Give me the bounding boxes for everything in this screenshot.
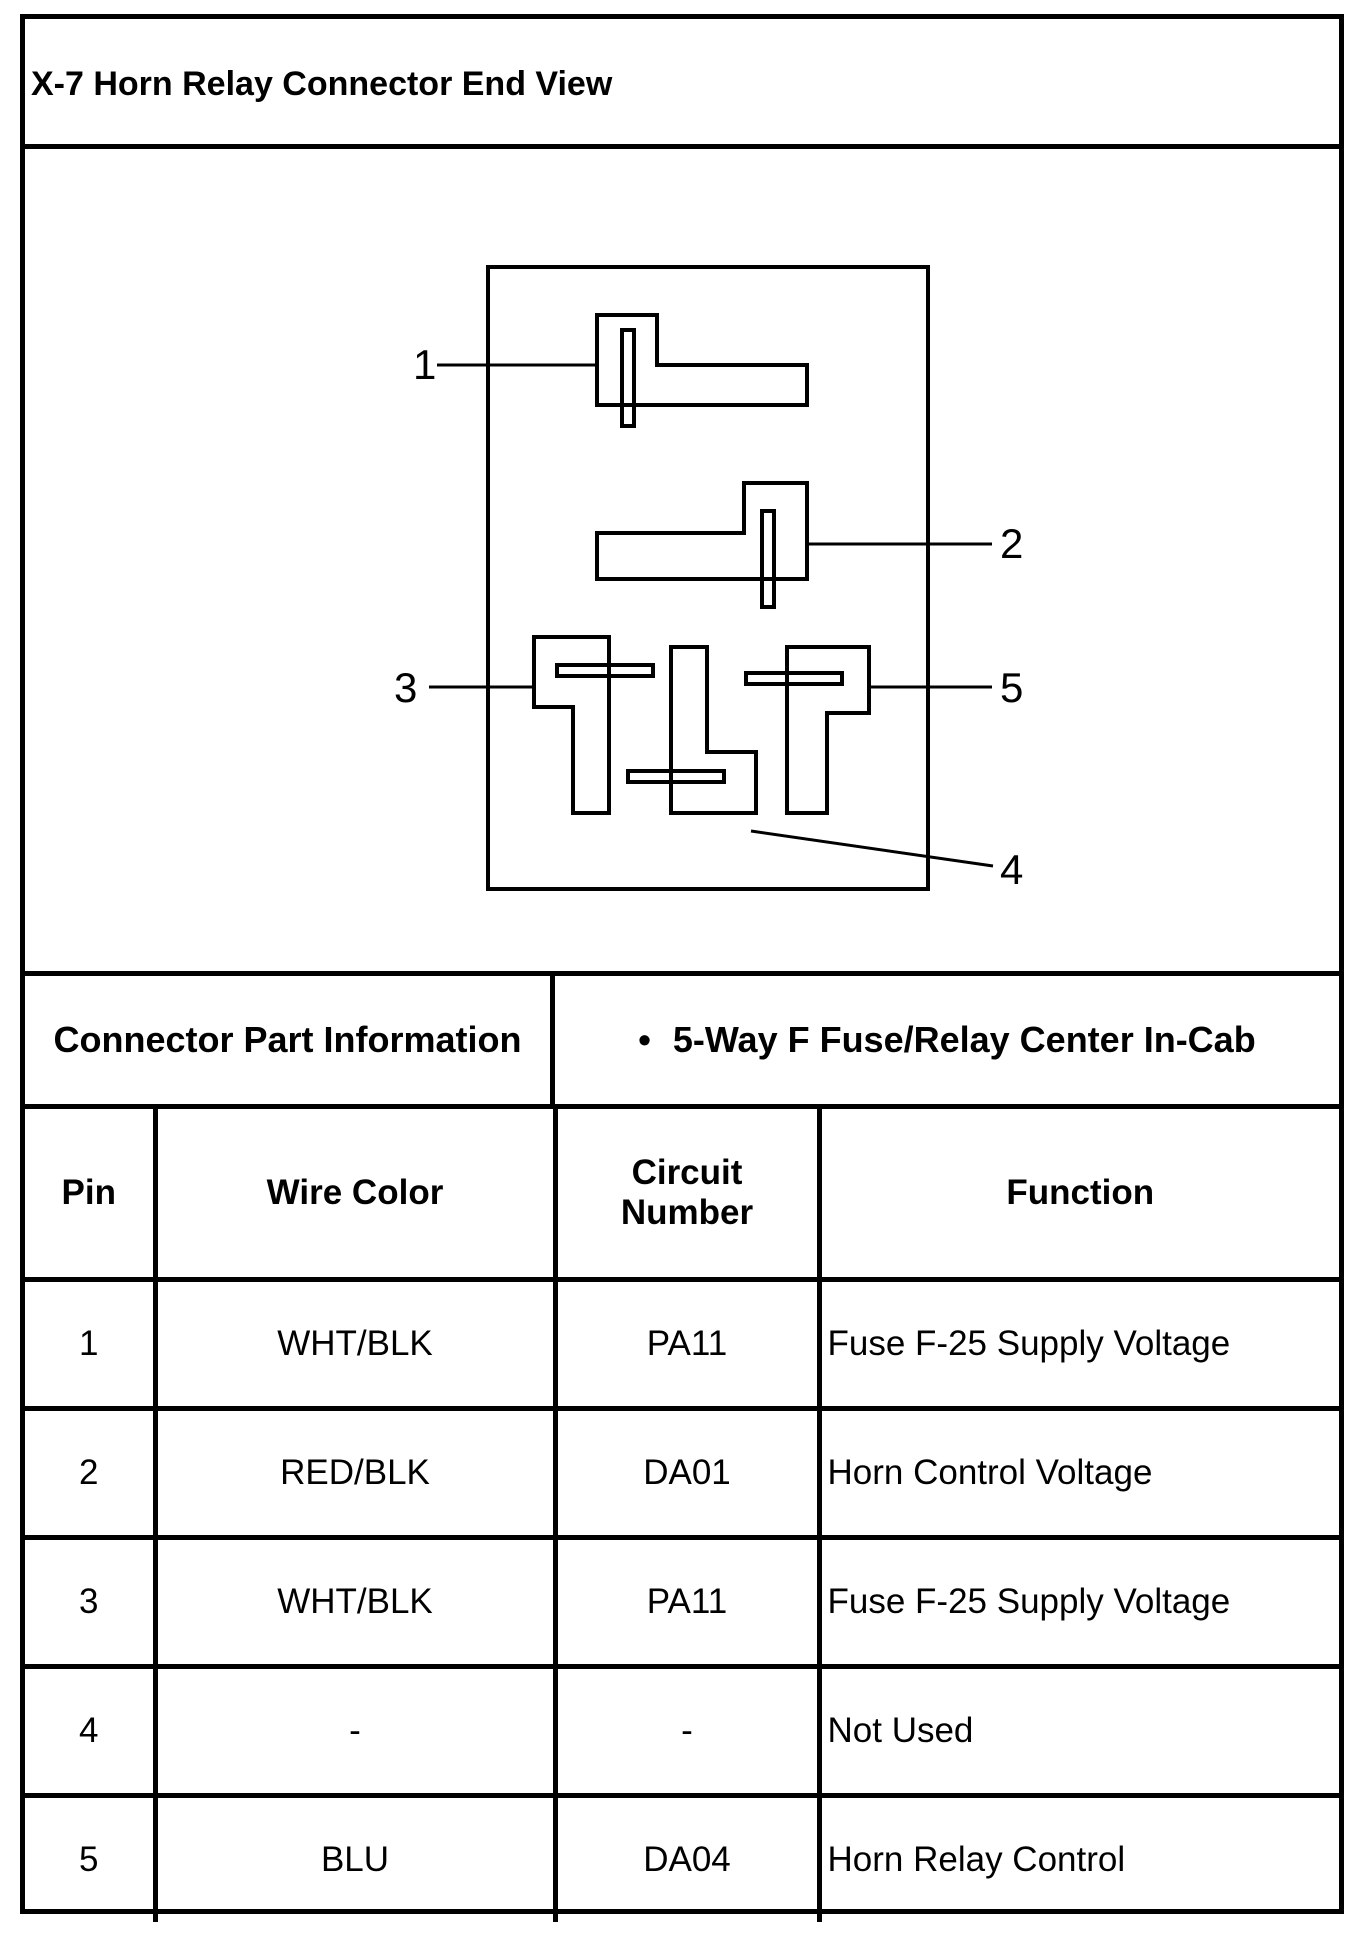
terminal-3-blade bbox=[555, 663, 655, 678]
header-wire-color: Wire Color bbox=[152, 1109, 558, 1282]
leader-line-4 bbox=[750, 829, 994, 868]
cell-function: Not Used bbox=[816, 1664, 1339, 1798]
connector-part-info-row: Connector Part Information • 5-Way F Fus… bbox=[25, 976, 1339, 1109]
cell-circuit: PA11 bbox=[552, 1277, 822, 1411]
terminal-4-blade bbox=[626, 769, 726, 784]
table-row: 5 BLU DA04 Horn Relay Control bbox=[25, 1793, 1339, 1922]
cell-wire-color: - bbox=[152, 1664, 558, 1798]
pin-callout-1: 1 bbox=[413, 341, 436, 388]
header-function: Function bbox=[816, 1109, 1339, 1282]
cell-function: Horn Control Voltage bbox=[816, 1406, 1339, 1540]
table-row: 2 RED/BLK DA01 Horn Control Voltage bbox=[25, 1406, 1339, 1540]
part-info-value: • 5-Way F Fuse/Relay Center In-Cab bbox=[555, 976, 1339, 1104]
header-circuit-line1: Circuit bbox=[631, 1153, 743, 1192]
cell-function: Fuse F-25 Supply Voltage bbox=[816, 1535, 1339, 1669]
page-title: X-7 Horn Relay Connector End View bbox=[31, 65, 613, 103]
terminal-1 bbox=[595, 313, 809, 407]
table-row: 1 WHT/BLK PA11 Fuse F-25 Supply Voltage bbox=[25, 1277, 1339, 1411]
bullet-point: • bbox=[638, 1019, 651, 1060]
title-row: X-7 Horn Relay Connector End View bbox=[25, 19, 1339, 149]
cell-function: Fuse F-25 Supply Voltage bbox=[816, 1277, 1339, 1411]
table-header-row: Pin Wire Color Circuit Number Function bbox=[25, 1109, 1339, 1282]
cell-pin: 4 bbox=[25, 1664, 158, 1798]
connector-diagram-panel: 1 2 3 4 5 bbox=[25, 149, 1339, 976]
table-row: 3 WHT/BLK PA11 Fuse F-25 Supply Voltage bbox=[25, 1535, 1339, 1669]
cell-circuit: DA01 bbox=[552, 1406, 822, 1540]
cell-pin: 1 bbox=[25, 1277, 158, 1411]
connector-end-view-diagram: 1 2 3 4 5 bbox=[394, 265, 1023, 893]
cell-function: Horn Relay Control bbox=[816, 1793, 1339, 1922]
header-pin: Pin bbox=[25, 1109, 158, 1282]
cell-pin: 5 bbox=[25, 1793, 158, 1922]
terminal-5 bbox=[785, 645, 871, 815]
connector-sheet: X-7 Horn Relay Connector End View bbox=[20, 14, 1344, 1922]
table-row: 4 - - Not Used bbox=[25, 1664, 1339, 1798]
cell-circuit: PA11 bbox=[552, 1535, 822, 1669]
terminal-1-blade bbox=[620, 328, 636, 428]
pin-callout-5: 5 bbox=[1000, 664, 1023, 711]
terminal-2-blade bbox=[760, 509, 776, 609]
cell-wire-color: BLU bbox=[152, 1793, 558, 1922]
pin-callout-2: 2 bbox=[1000, 520, 1023, 567]
cell-pin: 2 bbox=[25, 1406, 158, 1540]
cell-pin: 3 bbox=[25, 1535, 158, 1669]
cell-wire-color: WHT/BLK bbox=[152, 1535, 558, 1669]
cell-wire-color: WHT/BLK bbox=[152, 1277, 558, 1411]
header-circuit-number: Circuit Number bbox=[552, 1109, 822, 1282]
cell-wire-color: RED/BLK bbox=[152, 1406, 558, 1540]
terminal-3 bbox=[532, 635, 611, 815]
part-info-text: 5-Way F Fuse/Relay Center In-Cab bbox=[672, 1019, 1256, 1060]
cell-circuit: - bbox=[552, 1664, 822, 1798]
terminal-2 bbox=[595, 481, 809, 581]
terminal-4 bbox=[669, 645, 758, 815]
pin-callout-3: 3 bbox=[394, 664, 417, 711]
pin-callout-4: 4 bbox=[1000, 846, 1023, 893]
pin-table: Pin Wire Color Circuit Number Function 1… bbox=[25, 1109, 1339, 1922]
connector-housing bbox=[486, 265, 930, 891]
part-info-label: Connector Part Information bbox=[25, 976, 555, 1104]
header-circuit-line2: Number bbox=[620, 1193, 754, 1232]
terminal-5-blade bbox=[744, 671, 844, 686]
cell-circuit: DA04 bbox=[552, 1793, 822, 1922]
